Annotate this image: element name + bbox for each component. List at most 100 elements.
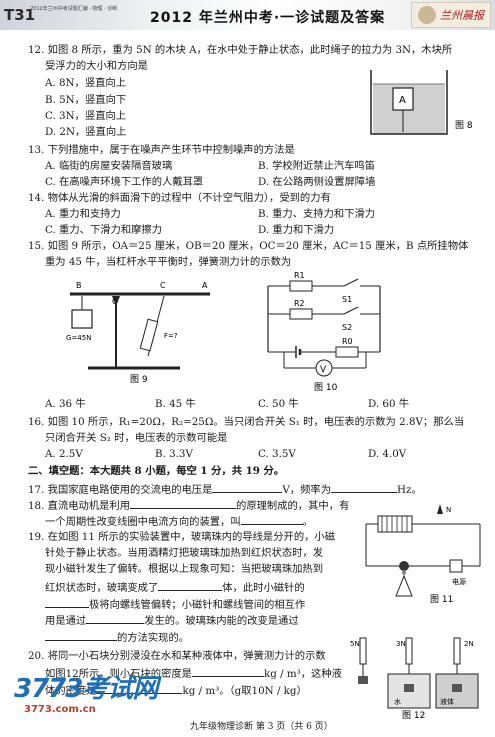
q12-option-d: D. 2N，竖直向上	[45, 126, 127, 138]
q18-line2-post: 。	[302, 516, 313, 528]
q20-line2-pre: 如图12所示，则小石块的密度是	[45, 668, 192, 680]
q19-line5-post: 极将向螺线管偏转；小磁针和螺线管间的相互作	[89, 599, 306, 611]
figure-8-beaker: A 图 8	[370, 70, 473, 135]
beaker-outline	[370, 70, 448, 135]
logo-text: 兰州晨报	[440, 9, 484, 22]
alcohol-lamp	[395, 574, 413, 597]
q18-blank-principle[interactable]	[130, 498, 237, 509]
q18-line2-pre: 一个周期性改变线圈中电流方向的装置，叫	[45, 516, 241, 528]
switch-s1	[343, 278, 359, 287]
q18-line2: 一个周期性改变线圈中电流方向的装置，叫 。	[45, 514, 313, 528]
q14-option-b: B. 重力、支持力和下滑力	[258, 208, 376, 220]
q19-blank-method[interactable]	[45, 630, 117, 641]
q12-option-a: A. 8N，竖直向上	[45, 77, 127, 89]
site-watermark: 3773考试网 3773.com.cn	[14, 668, 158, 724]
q16-stem-2: 只闭合开关 S₂ 时，电压表的示数可能是	[45, 432, 228, 444]
q19-line4: 红炽状态时，玻璃变成了体，此时小磁针的	[45, 580, 305, 594]
resistor-r1	[289, 280, 313, 292]
q15-option-d: D. 60 牛	[368, 398, 410, 410]
force-label: F=?	[164, 332, 178, 340]
watermark-url: 3773.com.cn	[24, 704, 96, 715]
q15-stem-1: 15. 如图 9 所示，OA＝25 厘米，OB＝20 厘米，OC＝20 厘米，A…	[28, 240, 469, 252]
page-title: 2012 年兰州中考·一诊试题及答案	[150, 10, 386, 26]
stone-1	[358, 676, 368, 684]
q20-line3-pre: 体的密度是	[45, 685, 97, 697]
reading-2n: 2N	[464, 640, 474, 648]
q12-stem-2: 受浮力的大小和方向是	[45, 60, 148, 72]
q16-option-b: B. 3.3V	[155, 448, 193, 460]
q18-line1: 18. 直流电动机是利用的原理制成的，其中，有	[28, 498, 349, 512]
q19-blank-field[interactable]	[86, 613, 145, 624]
q19-line5: 极将向螺线管偏转；小磁针和螺线管间的相互作	[45, 597, 305, 611]
q20-line3-post: kg / m³。（g取10N / kg）	[182, 685, 307, 697]
solenoid	[377, 515, 413, 533]
r1-label: R1	[294, 271, 305, 280]
q19-line7: 的方法实现的。	[45, 630, 189, 644]
q14-option-c: C. 重力、下滑力和摩擦力	[45, 224, 163, 236]
glass-bead	[399, 561, 409, 571]
q13-stem: 13. 下列措施中，属于在噪声产生环节中控制噪声的方法是	[28, 144, 295, 156]
power-supply	[449, 559, 463, 573]
point-c-label: C	[160, 281, 166, 290]
flame-icon	[402, 570, 406, 576]
q17-pre: 17. 我国家庭电路使用的交流电的电压是	[28, 484, 213, 496]
q19-line3: 现小磁针发生了偏转。根据以上现象可知：当把玻璃珠加热到	[45, 563, 324, 575]
q14-stem: 14. 物体从光滑的斜面滑下的过程中（不计空气阻力），受到的力有	[28, 192, 331, 204]
q20-line1: 20. 将同一小石块分别浸没在水和某种液体中，弹簧测力计的示数	[28, 650, 326, 662]
compass-needle-icon	[437, 504, 443, 514]
block-label: A	[399, 95, 406, 106]
q18-blank-device[interactable]	[240, 514, 303, 525]
q19-blank-pole[interactable]	[45, 597, 89, 608]
q16-option-a: A. 2.5V	[45, 448, 83, 460]
stone-3	[452, 684, 462, 692]
q17-blank-frequency[interactable]	[331, 482, 398, 493]
q19-line7-post: 的方法实现的。	[117, 632, 190, 644]
point-b-label: B	[76, 281, 82, 290]
q19-blank-conductor[interactable]	[158, 580, 223, 591]
resistor-r0	[335, 346, 359, 358]
water-label: 水	[394, 697, 401, 706]
point-a-label: A	[202, 281, 208, 290]
r2-label: R2	[294, 299, 305, 308]
liquid-label: 液体	[440, 697, 454, 706]
q20-line2: 如图12所示，则小石块的密度是 kg / m³，这种液	[45, 666, 342, 680]
resistor-r2	[289, 308, 313, 320]
q20-line2-post: kg / m³，这种液	[263, 668, 342, 680]
page-footer: 九年级物理诊断 第 3 页（共 6 页）	[190, 722, 333, 732]
q19-line4-pre: 红炽状态时，玻璃变成了	[45, 582, 159, 594]
weight-label: G=45N	[66, 334, 91, 342]
s2-label: S2	[342, 323, 352, 332]
stone-2	[404, 684, 414, 692]
q12-option-c: C. 3N，竖直向上	[45, 110, 127, 122]
q13-option-d: D. 在公路两侧设置屏障墙	[258, 176, 376, 188]
q17-mid: V，频率为	[282, 484, 332, 496]
q17-blank-voltage[interactable]	[212, 482, 283, 493]
switch-s2	[343, 306, 359, 315]
spring-scale-body	[139, 318, 159, 352]
q17: 17. 我国家庭电路使用的交流电的电压是 V，频率为 Hz。	[28, 482, 422, 496]
figure-12-label: 图 12	[402, 710, 425, 720]
solenoid-coils	[381, 516, 408, 532]
q12-option-b: B. 5N，竖直向下	[45, 94, 127, 106]
q16-stem-1: 16. 如图 10 所示，R₁=20Ω，R₂=25Ω。当只闭合开关 S₁ 时，电…	[28, 416, 465, 428]
voltmeter-label: V	[320, 365, 327, 375]
spring-scale-3	[453, 637, 461, 665]
figure-8-label: 图 8	[455, 120, 473, 131]
r0-label: R0	[342, 337, 353, 346]
figure-9-label: 图 9	[130, 374, 148, 385]
q15-stem-2: 重为 45 牛，当杠杆水平平衡时，弹簧测力计的示数为	[45, 256, 292, 268]
q17-post: Hz。	[397, 484, 422, 496]
power-supply-label: 电源	[452, 577, 466, 586]
section-2-heading: 二、填空题：本大题共 8 小题，每空 1 分，共 19 分。	[28, 465, 285, 477]
q19-line6: 用是通过发生的。玻璃珠内能的改变是通过	[45, 613, 299, 627]
figure-11-label: 图 11	[430, 594, 453, 605]
page-header: T31 2012年兰州中考试题汇编 · 物理 · 诊断 2012 年兰州中考·一…	[0, 0, 495, 30]
q20-blank-stone-density[interactable]	[191, 666, 264, 677]
q20-blank-liquid-density[interactable]	[96, 683, 183, 694]
q19-line1: 19. 在如图 11 所示的实验装置中，玻璃珠内的导线是分开的，小磁	[28, 531, 336, 543]
reading-3n: 3N	[396, 640, 406, 648]
reading-5n: 5N	[350, 640, 360, 648]
page-tag: T31	[4, 6, 36, 24]
q16-option-c: C. 3.5V	[258, 448, 296, 460]
spring-scale-1	[359, 637, 367, 665]
